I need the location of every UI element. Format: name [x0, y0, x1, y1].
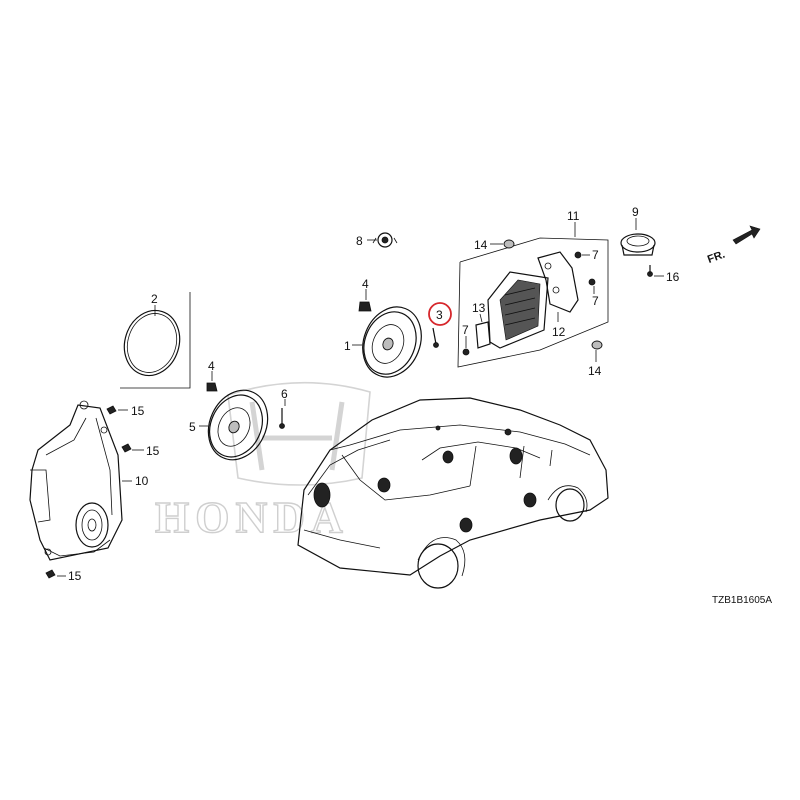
clip-8: [367, 232, 398, 248]
callout-4-front: 4: [362, 277, 369, 291]
callout-14-bottom: 14: [588, 364, 602, 378]
callout-2: 2: [151, 292, 158, 306]
callout-13: 13: [472, 301, 486, 315]
honda-watermark: HONDA: [154, 381, 371, 543]
marker-front-door: [523, 492, 537, 508]
part-9-tweeter: [620, 218, 656, 256]
callout-4-rear: 4: [208, 359, 215, 373]
watermark-text: HONDA: [155, 493, 349, 542]
marker-pillar: [442, 450, 454, 464]
front-direction-arrow: FR.: [706, 225, 761, 266]
callout-7-mid: 7: [592, 294, 599, 308]
callout-11: 11: [567, 209, 580, 223]
clips-14: [490, 239, 603, 362]
callout-3-highlight-circle: [428, 302, 452, 326]
part-2-grille: [120, 292, 191, 389]
screw-6: [279, 399, 286, 429]
callout-7-left: 7: [462, 323, 469, 337]
bolts-15: [45, 405, 144, 579]
direction-label: FR.: [706, 249, 727, 266]
part-1-speaker: [352, 306, 422, 378]
screw-3: [432, 327, 439, 348]
callout-7-top: 7: [592, 248, 599, 262]
part-5-speaker: [199, 389, 269, 461]
screw-16: [647, 265, 664, 277]
callout-12: 12: [552, 325, 566, 339]
callout-15-top: 15: [131, 404, 145, 418]
diagram-code: TZB1B1605A: [712, 595, 772, 606]
callout-1: 1: [344, 339, 351, 353]
vehicle-outline: [297, 397, 609, 589]
callout-15-bottom: 15: [68, 569, 82, 583]
marker-rear-left: [313, 482, 331, 508]
marker-rear-door: [459, 517, 473, 533]
callout-5: 5: [189, 420, 196, 434]
part-10-subwoofer-box: [29, 400, 123, 561]
callout-9: 9: [632, 205, 639, 219]
callout-10: 10: [135, 474, 149, 488]
clips-4: [206, 289, 372, 392]
callout-15-mid: 15: [146, 444, 160, 458]
callout-14-top: 14: [474, 238, 488, 252]
part-11-amplifier-group: [457, 222, 609, 368]
callout-16: 16: [666, 270, 680, 284]
callout-6: 6: [281, 387, 288, 401]
callout-3: 3: [436, 308, 443, 322]
marker-dash: [509, 447, 523, 465]
callout-8: 8: [356, 234, 363, 248]
marker-rear-panel: [377, 477, 391, 493]
